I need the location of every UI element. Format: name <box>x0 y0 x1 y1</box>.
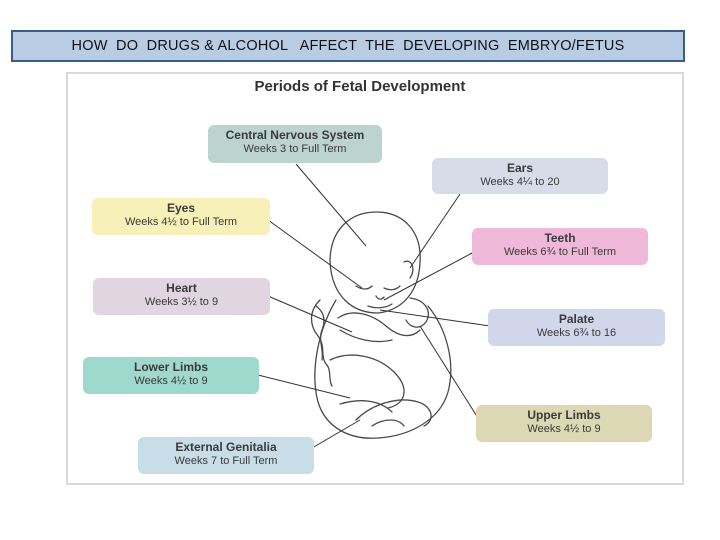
leader-line-ears <box>409 193 461 269</box>
label-upper-limbs: Upper Limbs Weeks 4½ to 9 <box>476 405 652 442</box>
label-range: Weeks 4½ to 9 <box>527 423 601 435</box>
label-name: Ears <box>506 161 534 175</box>
label-name: Heart <box>166 281 197 295</box>
fetus-arm <box>405 297 429 328</box>
label-name: Palate <box>558 312 595 326</box>
label-teeth: Teeth Weeks 6¾ to Full Term <box>472 228 648 265</box>
leader-line-external-genitalia <box>311 419 361 449</box>
label-heart: Heart Weeks 3½ to 9 <box>93 278 270 315</box>
label-range: Weeks 7 to Full Term <box>174 455 278 467</box>
label-name: Eyes <box>166 201 196 215</box>
fetus-eye <box>355 285 373 290</box>
label-range: Weeks 6¾ to Full Term <box>503 246 617 258</box>
label-central-nervous-system: Central Nervous System Weeks 3 to Full T… <box>208 125 382 163</box>
label-name: Teeth <box>544 231 576 245</box>
leader-line-cns <box>295 163 367 247</box>
figure-heading: Periods of Fetal Development <box>254 78 466 95</box>
leader-line-lower-limbs <box>257 374 351 399</box>
fetus-arm <box>337 312 421 337</box>
fetus-body <box>314 299 452 439</box>
fetus-leg <box>355 399 432 427</box>
label-range: Weeks 3½ to 9 <box>144 296 219 308</box>
label-name: Central Nervous System <box>225 128 365 142</box>
umbilical-cord <box>310 299 333 387</box>
fetus-leg <box>329 354 405 409</box>
label-range: Weeks 4½ to Full Term <box>124 216 238 228</box>
label-name: Lower Limbs <box>133 360 208 374</box>
leader-line-heart <box>267 295 353 333</box>
fetus-ear <box>403 260 414 279</box>
label-external-genitalia: External Genitalia Weeks 7 to Full Term <box>138 437 314 474</box>
slide-title: HOW DO DRUGS & ALCOHOL AFFECT THE DEVELO… <box>11 30 685 62</box>
label-eyes: Eyes Weeks 4½ to Full Term <box>92 198 270 235</box>
label-name: External Genitalia <box>175 440 277 454</box>
label-lower-limbs: Lower Limbs Weeks 4½ to 9 <box>83 357 259 394</box>
label-range: Weeks 4½ to 9 <box>134 375 208 387</box>
label-name: Upper Limbs <box>527 408 601 422</box>
leader-line-teeth <box>383 251 475 301</box>
label-range: Weeks 3 to Full Term <box>243 143 347 155</box>
leader-line-eyes <box>267 219 363 289</box>
label-range: Weeks 4¼ to 20 <box>480 176 560 188</box>
fetus-head <box>329 211 421 314</box>
label-palate: Palate Weeks 6¾ to 16 <box>488 309 665 346</box>
fetus-eye <box>383 285 401 291</box>
leader-line-palate <box>379 309 491 327</box>
label-ears: Ears Weeks 4¼ to 20 <box>432 158 608 194</box>
label-range: Weeks 6¾ to 16 <box>536 327 617 339</box>
leader-line-upper-limbs <box>419 325 479 419</box>
